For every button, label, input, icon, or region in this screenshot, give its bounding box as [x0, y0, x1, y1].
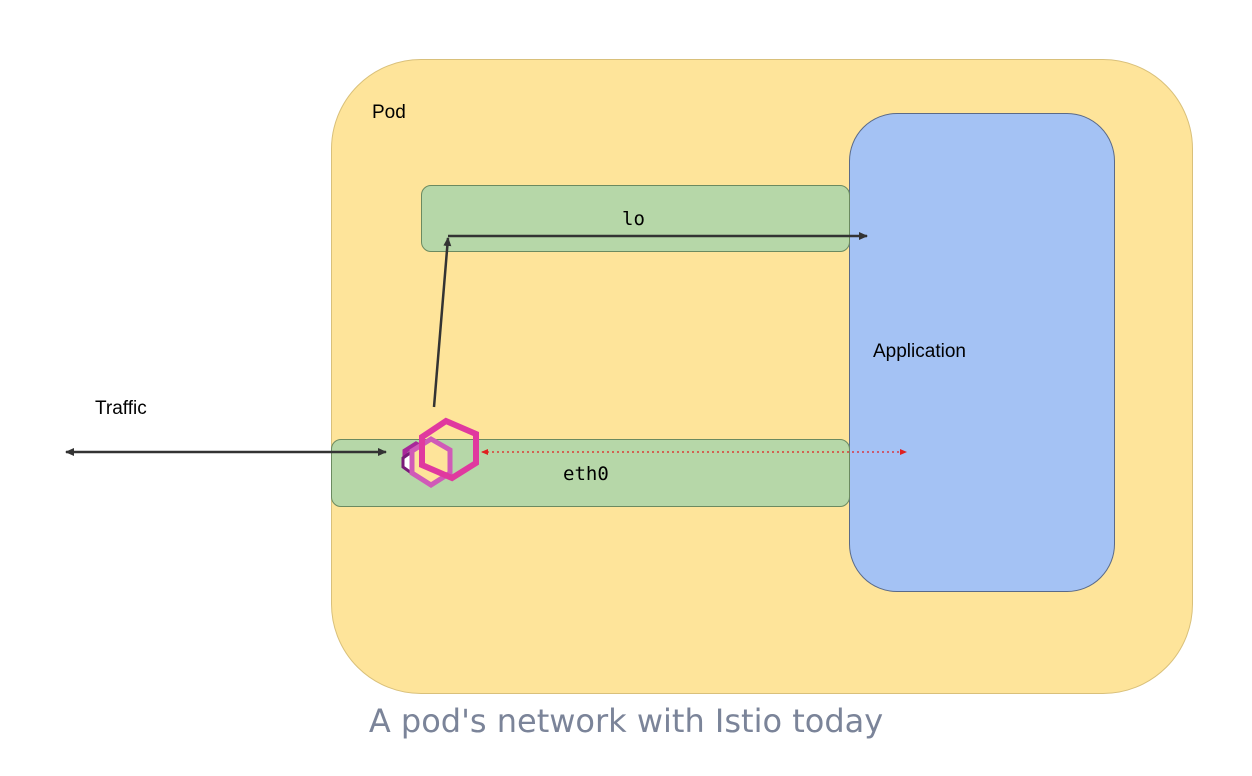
envoy-proxy-icon [401, 417, 479, 488]
lo-interface-box [421, 185, 850, 252]
eth0-interface-label: eth0 [563, 463, 609, 485]
traffic-label: Traffic [95, 398, 147, 419]
application-label: Application [873, 341, 966, 362]
lo-interface-label: lo [622, 208, 645, 230]
proxy-to-lo-arrow [432, 237, 452, 408]
diagram-caption: A pod's network with Istio today [368, 702, 884, 740]
pod-label: Pod [372, 102, 406, 123]
application-box [849, 113, 1115, 592]
